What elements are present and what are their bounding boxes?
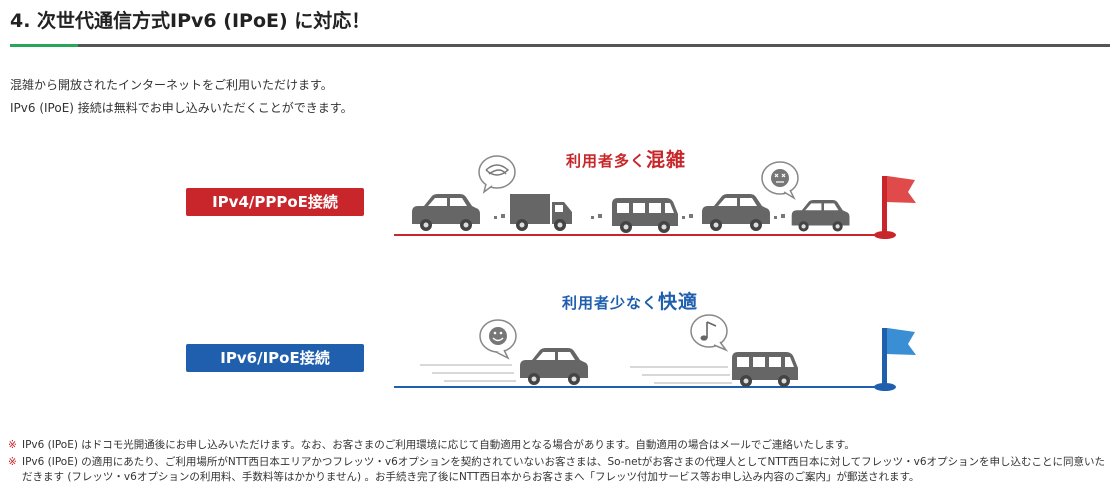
car-icon <box>412 194 480 231</box>
section-title: 4. 次世代通信方式IPv6 (IPoE) に対応！ <box>10 10 371 32</box>
ipv6-caption-big: 快適 <box>658 291 699 313</box>
bus-icon <box>612 198 678 233</box>
ipv4-goal-flag-icon <box>874 176 916 239</box>
title-underline-accent <box>10 44 78 47</box>
traffic-illustration <box>394 155 916 391</box>
ipv6-caption-small: 利用者少なく <box>562 294 659 312</box>
footnote-1-text: IPv6 (IPoE) はドコモ光開通後にお申し込みいただけます。なお、お客さま… <box>22 439 855 451</box>
frustrated-speech-bubble-icon <box>478 155 516 194</box>
note-mark: ※ <box>8 439 17 451</box>
note-mark: ※ <box>8 456 17 468</box>
bus-icon <box>732 352 798 387</box>
dizzy-face-bubble-icon <box>761 161 799 200</box>
car-icon <box>520 348 588 385</box>
speed-lines <box>420 364 732 384</box>
smile-speech-bubble-icon <box>479 319 517 360</box>
ipv4-caption-small: 利用者多く <box>566 152 647 170</box>
footnotes: ※ IPv6 (IPoE) はドコモ光開通後にお申し込みいただけます。なお、お客さ… <box>8 438 1108 487</box>
ipv6-caption: 利用者少なく快適 <box>562 287 698 314</box>
ipv4-caption: 利用者多く混雑 <box>566 145 686 172</box>
intro-text: 混雑から開放されたインターネットをご利用いただけます。 IPv6 (IPoE) … <box>10 74 353 120</box>
intro-line-1: 混雑から開放されたインターネットをご利用いただけます。 <box>10 78 333 92</box>
footnote-1: ※ IPv6 (IPoE) はドコモ光開通後にお申し込みいただけます。なお、お客さ… <box>8 438 1108 453</box>
ipv4-vehicles <box>412 194 850 233</box>
ipv4-caption-big: 混雑 <box>646 149 687 171</box>
car-icon <box>702 194 770 231</box>
title-underline <box>10 44 1110 47</box>
ipv6-goal-flag-icon <box>874 328 916 391</box>
intro-line-2: IPv6 (IPoE) 接続は無料でお申し込みいただくことができます。 <box>10 101 353 115</box>
exhaust-dots <box>494 214 785 219</box>
ipv4-label: IPv4/PPPoE接続 <box>186 188 364 216</box>
footnote-2-text: IPv6 (IPoE) の適用にあたり、ご利用場所がNTT西日本エリアかつフレッ… <box>22 456 1106 483</box>
footnote-2: ※ IPv6 (IPoE) の適用にあたり、ご利用場所がNTT西日本エリアかつフレ… <box>8 455 1108 485</box>
truck-icon <box>510 194 572 231</box>
car-icon <box>791 200 850 232</box>
music-note-bubble-icon <box>690 314 729 352</box>
ipv6-label: IPv6/IPoE接続 <box>186 344 364 372</box>
